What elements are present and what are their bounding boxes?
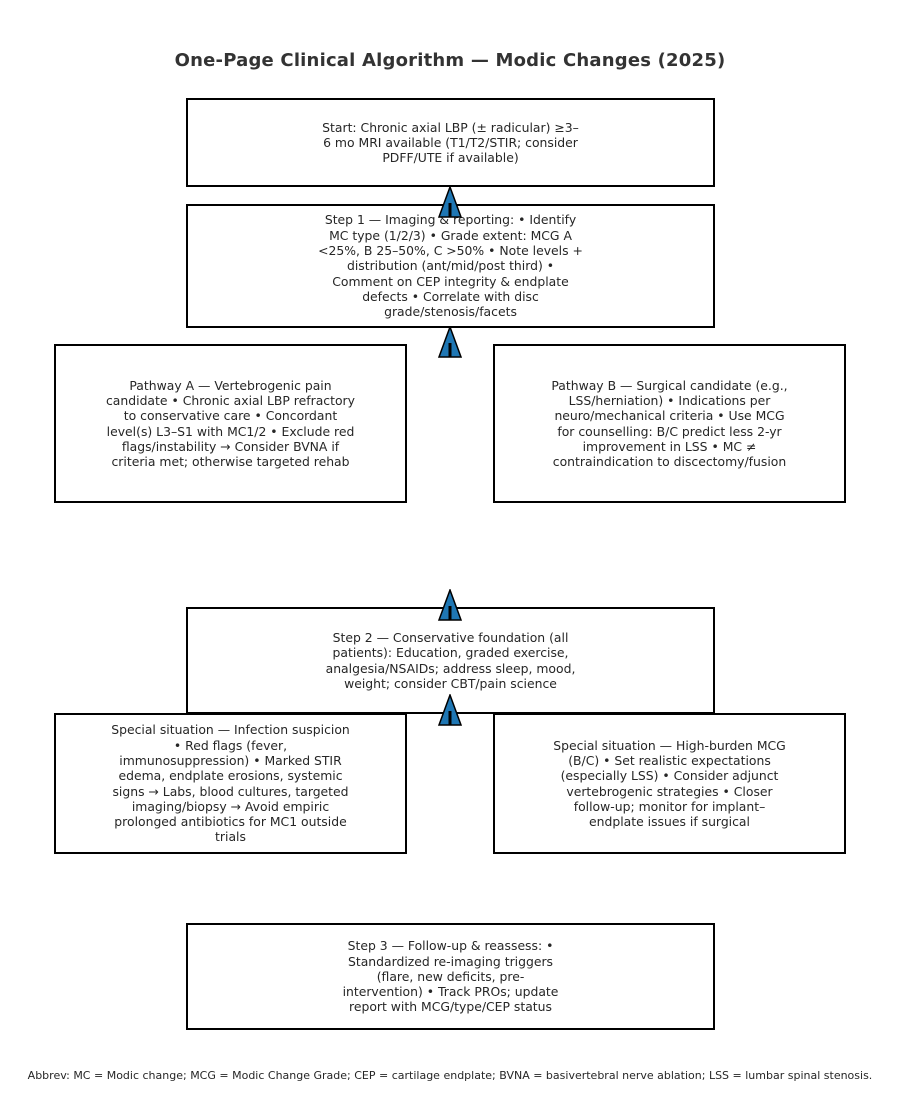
special-high-burden-node-text: Special situation — High-burden MCG (B/C… xyxy=(553,737,786,830)
step3-node: Step 3 — Follow-up & reassess: • Standar… xyxy=(186,923,715,1030)
step3-node-text: Step 3 — Follow-up & reassess: • Standar… xyxy=(342,938,559,1015)
step1-node-text: Step 1 — Imaging & reporting: • Identify… xyxy=(318,212,583,320)
start-node: Start: Chronic axial LBP (± radicular) ≥… xyxy=(186,98,715,187)
arrow-step2-special xyxy=(437,694,463,726)
diagram-title: One-Page Clinical Algorithm — Modic Chan… xyxy=(174,50,726,71)
special-infection-node: Special situation — Infection suspicion … xyxy=(54,713,407,854)
pathway-b-node: Pathway B — Surgical candidate (e.g., LS… xyxy=(493,344,846,503)
arrow-start-step1 xyxy=(437,186,463,218)
arrow-step1-pathways xyxy=(437,326,463,358)
special-high-burden-node: Special situation — High-burden MCG (B/C… xyxy=(493,713,846,854)
step1-node: Step 1 — Imaging & reporting: • Identify… xyxy=(186,204,715,328)
pathway-a-node: Pathway A — Vertebrogenic pain candidate… xyxy=(54,344,407,503)
step2-node-text: Step 2 — Conservative foundation (all pa… xyxy=(325,629,576,691)
pathway-a-node-text: Pathway A — Vertebrogenic pain candidate… xyxy=(106,377,355,470)
arrow-into-step2 xyxy=(437,589,463,621)
abbreviations-footer: Abbrev: MC = Modic change; MCG = Modic C… xyxy=(27,1069,873,1082)
special-infection-node-text: Special situation — Infection suspicion … xyxy=(111,722,350,845)
start-node-text: Start: Chronic axial LBP (± radicular) ≥… xyxy=(322,119,579,166)
pathway-b-node-text: Pathway B — Surgical candidate (e.g., LS… xyxy=(551,377,788,470)
